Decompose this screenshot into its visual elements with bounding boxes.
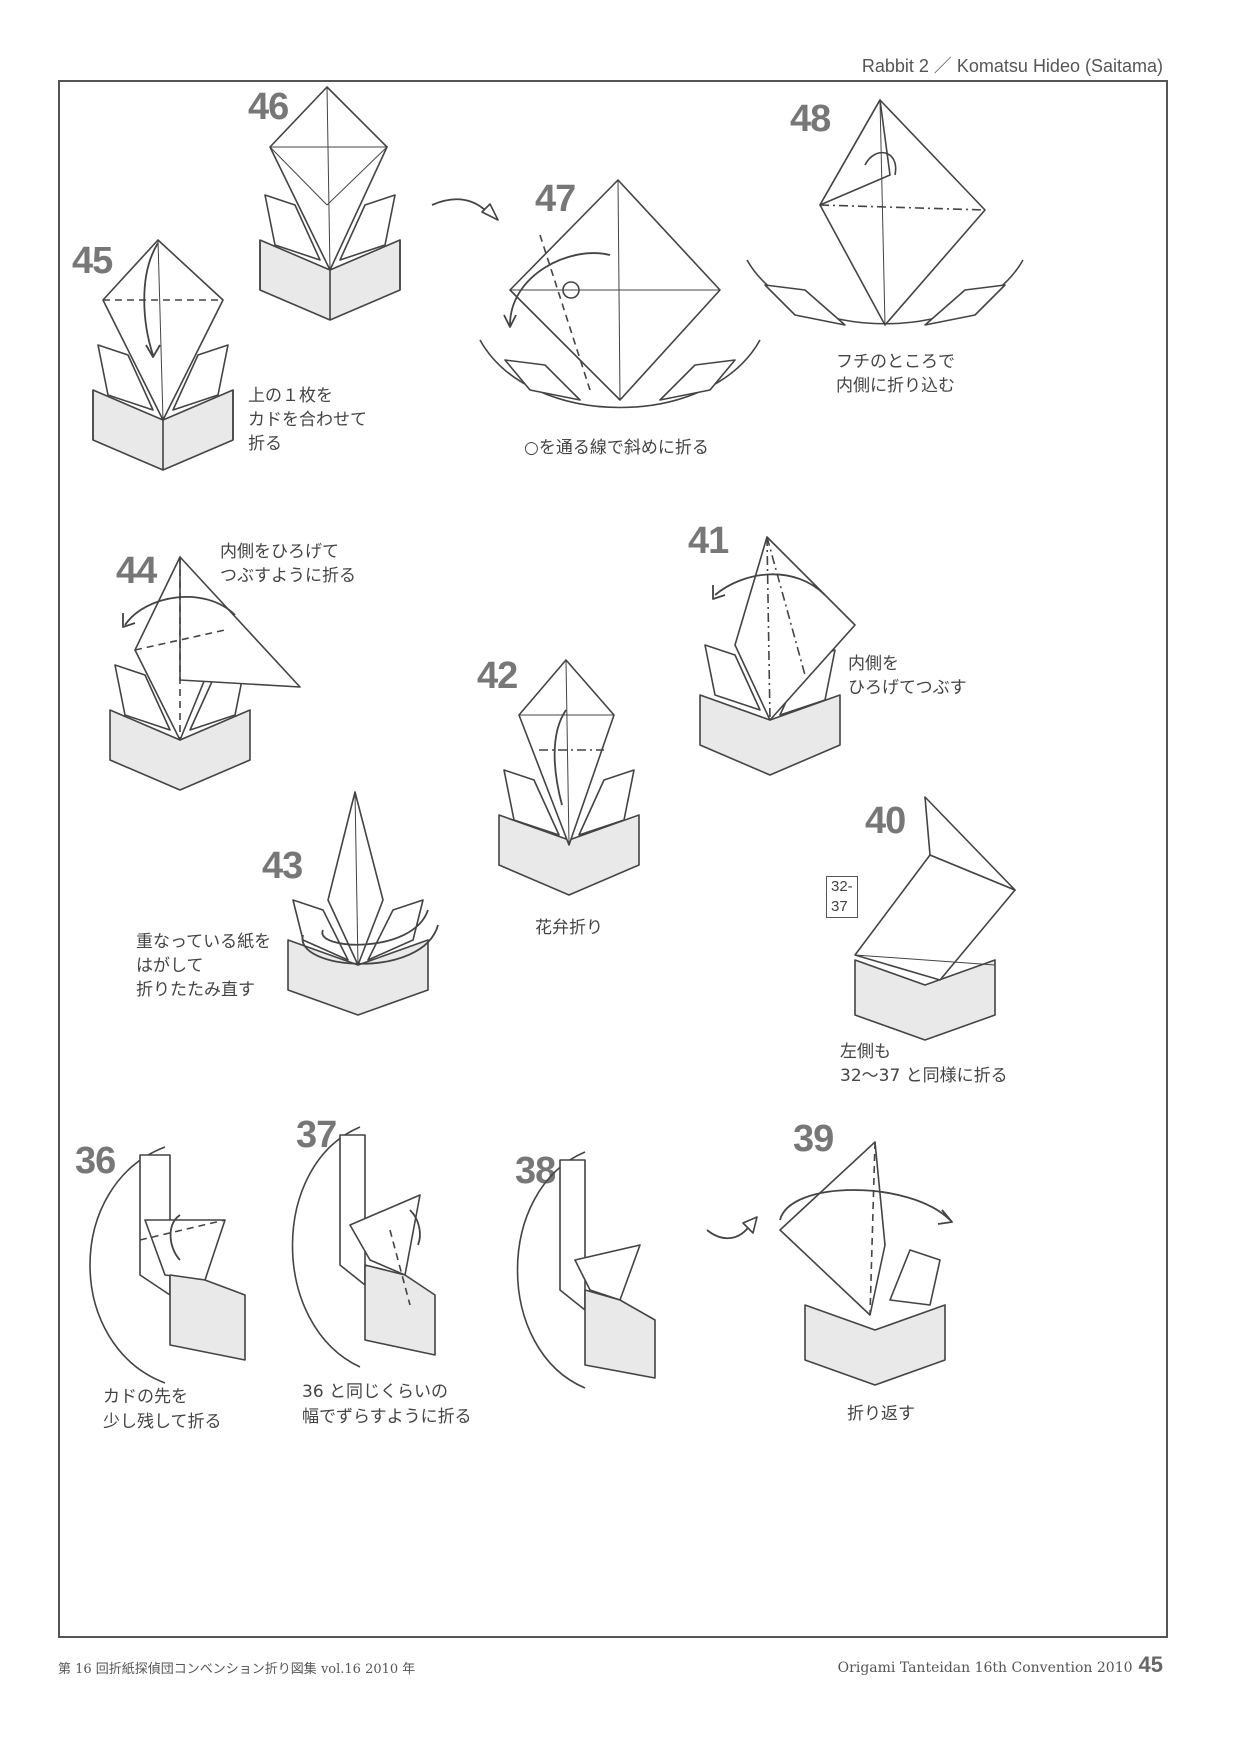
step-44-figure xyxy=(109,556,301,791)
step-number: 39 xyxy=(793,1118,834,1160)
step-caption-line: 折る xyxy=(248,434,282,454)
step-39-figure xyxy=(779,1141,953,1386)
step-caption-line: 花弁折り xyxy=(535,918,603,938)
step-number: 48 xyxy=(790,98,831,140)
step-number: 42 xyxy=(477,655,518,697)
step-number: 46 xyxy=(248,86,289,128)
step-36-figure xyxy=(89,1146,246,1384)
step-caption-line: 重なっている紙を xyxy=(136,932,272,952)
step-number: 44 xyxy=(116,550,157,592)
step-41-figure xyxy=(699,536,856,776)
step-caption-line: ○を通る線で斜めに折る xyxy=(524,438,709,458)
footer-publication: 第 16 回折紙探偵団コンベンション折り図集 vol.16 2010 年 xyxy=(58,1662,416,1677)
step-number: 38 xyxy=(515,1150,556,1192)
step-number: 37 xyxy=(296,1114,337,1156)
step-caption-line: 折り返す xyxy=(847,1404,915,1424)
footer-convention: Origami Tanteidan 16th Convention 2010 xyxy=(837,1660,1133,1676)
page-header: Rabbit 2 ／ Komatsu Hideo (Saitama) xyxy=(861,56,1163,76)
step-number: 36 xyxy=(75,1140,116,1182)
diagram-frame xyxy=(58,80,1168,1638)
step-caption-line: 内側を xyxy=(848,654,899,674)
step-caption-line: 内側をひろげて xyxy=(220,542,339,562)
step-42-figure xyxy=(498,659,640,896)
step-caption-line: 左側も xyxy=(840,1042,891,1062)
step-caption-line: ひろげてつぶす xyxy=(848,678,967,698)
step-48-figure xyxy=(746,99,1024,326)
step-caption-line: 少し残して折る xyxy=(103,1412,222,1432)
step-caption-line: 上の１枚を xyxy=(248,386,333,406)
step-43-figure xyxy=(287,791,439,1016)
transition-arrow xyxy=(431,198,499,221)
step-caption-line: カドを合わせて xyxy=(248,410,367,430)
step-number: 41 xyxy=(688,520,729,562)
step-38-figure xyxy=(516,1151,656,1389)
step-reference-box: 32-37 xyxy=(826,876,858,918)
page-number: 45 xyxy=(1138,1652,1163,1677)
step-caption-line: カドの先を xyxy=(103,1387,188,1407)
step-number: 40 xyxy=(865,800,906,842)
step-37-figure xyxy=(291,1126,436,1368)
step-46-figure xyxy=(259,86,401,321)
step-caption-line: フチのところで xyxy=(836,352,955,372)
step-number: 47 xyxy=(535,178,576,220)
step-45-figure xyxy=(92,239,234,471)
step-caption-line: 幅でずらすように折る xyxy=(302,1407,472,1427)
step-caption-line: 折りたたみ直す xyxy=(136,980,255,1000)
step-caption-line: 内側に折り込む xyxy=(836,376,955,396)
step-caption-line: 36 と同じくらいの xyxy=(302,1382,449,1402)
step-caption-line: 32〜37 と同様に折る xyxy=(840,1066,1008,1086)
step-40-figure xyxy=(854,796,1016,1041)
transition-arrow xyxy=(706,1216,758,1239)
step-number: 45 xyxy=(72,240,113,282)
step-caption-line: はがして xyxy=(136,956,204,976)
footer-right: Origami Tanteidan 16th Convention 2010 45 xyxy=(838,1652,1163,1678)
step-47-figure xyxy=(479,179,761,409)
step-number: 43 xyxy=(262,845,303,887)
step-caption-line: つぶすように折る xyxy=(220,566,356,586)
